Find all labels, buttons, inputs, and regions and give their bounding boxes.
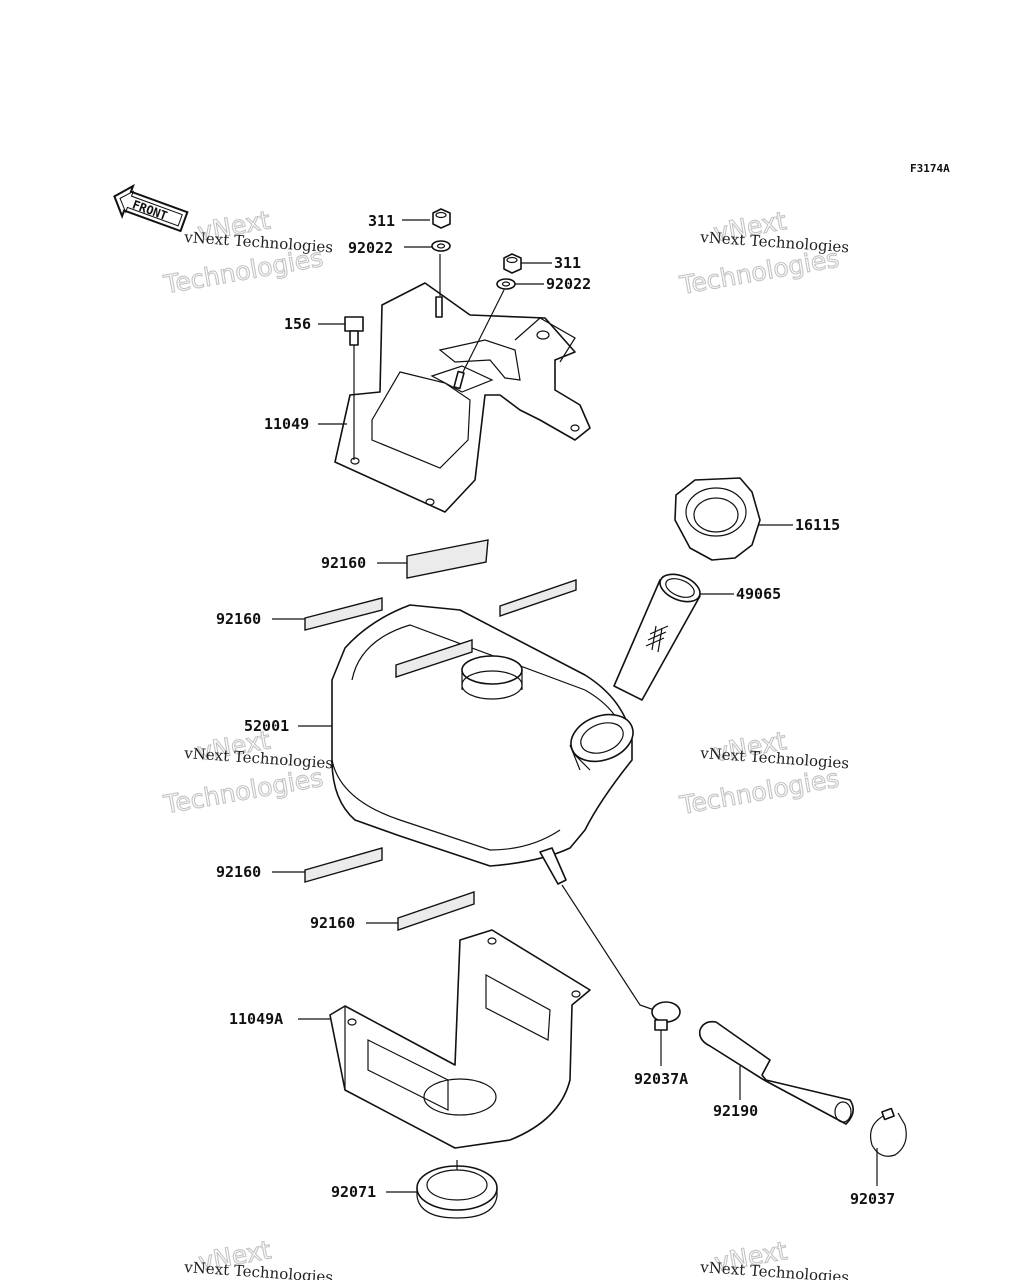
clamp-92037A-icon xyxy=(651,1001,681,1031)
pad-92160-d-icon xyxy=(397,891,475,931)
washer-92022-b-icon xyxy=(496,278,516,290)
part-label-92037A[interactable]: 92037A xyxy=(634,1070,688,1088)
nut-311-a-icon xyxy=(432,208,451,229)
part-label-92160-d[interactable]: 92160 xyxy=(310,914,355,932)
cap-16115-icon xyxy=(674,477,761,561)
stud-leader-b xyxy=(462,289,505,373)
part-label-49065[interactable]: 49065 xyxy=(736,585,781,603)
oil-tank-52001 xyxy=(331,604,634,885)
watermark-text: vNext Technologies xyxy=(699,744,850,772)
strainer-49065-icon xyxy=(613,573,701,701)
part-label-52001[interactable]: 52001 xyxy=(244,717,289,735)
watermark-text: vNext Technologies xyxy=(183,744,334,772)
watermark-text: vNext Technologies xyxy=(183,228,334,256)
part-label-311-b[interactable]: 311 xyxy=(554,254,581,272)
part-label-16115[interactable]: 16115 xyxy=(795,516,840,534)
pad-92160-e-icon xyxy=(499,579,577,617)
clamp-92037-icon xyxy=(869,1107,907,1157)
pad-92160-a-icon xyxy=(406,539,489,579)
lower-bracket-11049A xyxy=(329,929,591,1149)
washer-92022-a-icon xyxy=(431,240,451,252)
watermark-text: vNext Technologies xyxy=(699,228,850,256)
part-label-156[interactable]: 156 xyxy=(284,315,311,333)
part-label-92160-c[interactable]: 92160 xyxy=(216,863,261,881)
watermark-vnext: vNext xyxy=(712,1236,789,1277)
bolt-156-icon xyxy=(344,316,364,460)
grommet-92071-icon xyxy=(416,1165,498,1219)
front-arrow-icon: FRONT xyxy=(113,183,189,233)
watermark-technologies: Technologies xyxy=(161,763,325,820)
nut-311-b-icon xyxy=(503,253,522,274)
hose-92190-icon xyxy=(698,1020,854,1125)
part-label-92160-b[interactable]: 92160 xyxy=(216,610,261,628)
pad-92160-c-icon xyxy=(304,847,383,883)
upper-bracket-11049 xyxy=(334,282,591,513)
part-label-11049[interactable]: 11049 xyxy=(264,415,309,433)
part-label-311-a[interactable]: 311 xyxy=(368,212,395,230)
part-label-92190[interactable]: 92190 xyxy=(713,1102,758,1120)
part-label-92037[interactable]: 92037 xyxy=(850,1190,895,1208)
diagram-code: F3174A xyxy=(910,162,950,175)
part-label-92022-b[interactable]: 92022 xyxy=(546,275,591,293)
part-label-92071[interactable]: 92071 xyxy=(331,1183,376,1201)
part-label-92160-a[interactable]: 92160 xyxy=(321,554,366,572)
part-label-11049A[interactable]: 11049A xyxy=(229,1010,283,1028)
watermark-technologies: Technologies xyxy=(677,764,841,821)
pad-92160-b-icon xyxy=(304,597,383,631)
watermark-bottom-right: vNext xyxy=(712,1236,790,1278)
part-label-92022-a[interactable]: 92022 xyxy=(348,239,393,257)
